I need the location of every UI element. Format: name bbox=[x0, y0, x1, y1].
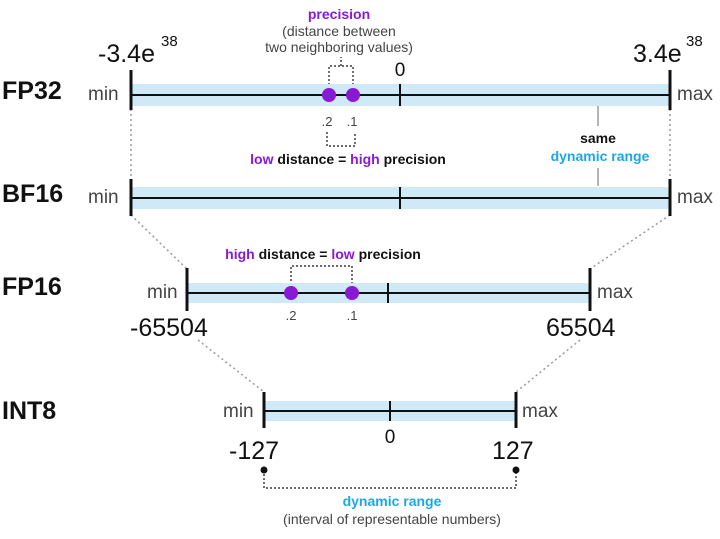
guide-line-bf16-fp16-left bbox=[130, 214, 188, 270]
fp32-bottom-bracket bbox=[326, 132, 356, 147]
row-int8: INT8 min max 0 -127 127 bbox=[2, 392, 558, 465]
caption-high-distance-low-precision: high distance = low precision bbox=[225, 246, 421, 262]
precision-title: precision bbox=[308, 6, 370, 22]
zero-label-int8: 0 bbox=[385, 427, 396, 448]
fp16-point-b bbox=[345, 286, 359, 300]
min-label-fp32: min bbox=[88, 84, 119, 105]
format-label-int8: INT8 bbox=[2, 397, 56, 425]
fp16-max-value: 65504 bbox=[546, 314, 616, 342]
dynamic-range-bracket bbox=[263, 470, 517, 489]
format-label-bf16: BF16 bbox=[2, 180, 63, 208]
guide-lines bbox=[130, 104, 671, 393]
dynamic-range-desc: (interval of representable numbers) bbox=[283, 511, 501, 527]
precision-bracket bbox=[328, 65, 354, 85]
format-label-fp16: FP16 bbox=[2, 273, 62, 301]
int8-min-value: -127 bbox=[229, 437, 279, 465]
format-label-fp32: FP32 bbox=[2, 77, 62, 105]
fp16-point-b-label: .1 bbox=[347, 308, 358, 323]
dynamic-range-title: dynamic range bbox=[343, 493, 442, 509]
row-fp32: FP32 min max 0 -3.4e 38 3.4e 38 .2 .1 bbox=[2, 33, 713, 147]
precision-desc-line1: (distance between bbox=[282, 23, 396, 39]
same-range-line1: same bbox=[580, 130, 616, 146]
guide-line-fp16-int8-right bbox=[515, 339, 581, 393]
fp16-point-a-label: .2 bbox=[286, 308, 297, 323]
zero-label-fp32: 0 bbox=[395, 60, 406, 81]
fp32-point-b-label: .1 bbox=[347, 114, 358, 129]
fp32-point-a-label: .2 bbox=[322, 114, 333, 129]
int8-max-value: 127 bbox=[492, 437, 534, 465]
guide-line-fp16-int8-left bbox=[197, 339, 265, 393]
fp32-max-value-exponent: 38 bbox=[686, 33, 703, 50]
fp16-point-a bbox=[284, 286, 298, 300]
row-fp16: FP16 min max .2 .1 -65504 65504 bbox=[2, 268, 633, 342]
guide-line-bf16-fp16-right bbox=[589, 214, 671, 270]
fp32-max-value-base: 3.4e bbox=[633, 40, 682, 68]
max-label-int8: max bbox=[522, 401, 558, 422]
fp16-precision-bracket bbox=[290, 265, 353, 285]
fp32-min-value-base: -3.4e bbox=[98, 40, 155, 68]
fp32-min-value-exponent: 38 bbox=[161, 33, 178, 50]
row-bf16: BF16 min max bbox=[2, 179, 713, 216]
min-label-fp16: min bbox=[147, 282, 178, 303]
fp32-point-b bbox=[346, 88, 360, 102]
max-label-fp16: max bbox=[597, 282, 633, 303]
caption-low-distance-high-precision: low distance = high precision bbox=[250, 151, 446, 167]
max-label-bf16: max bbox=[677, 187, 713, 208]
dynamic-range-right-dot bbox=[512, 466, 520, 474]
min-label-bf16: min bbox=[88, 187, 119, 208]
min-label-int8: min bbox=[223, 401, 254, 422]
same-range-line2: dynamic range bbox=[551, 148, 650, 164]
precision-desc-line2: two neighboring values) bbox=[265, 39, 413, 55]
fp16-min-value: -65504 bbox=[130, 314, 208, 342]
fp32-point-a bbox=[322, 88, 336, 102]
max-label-fp32: max bbox=[677, 84, 713, 105]
